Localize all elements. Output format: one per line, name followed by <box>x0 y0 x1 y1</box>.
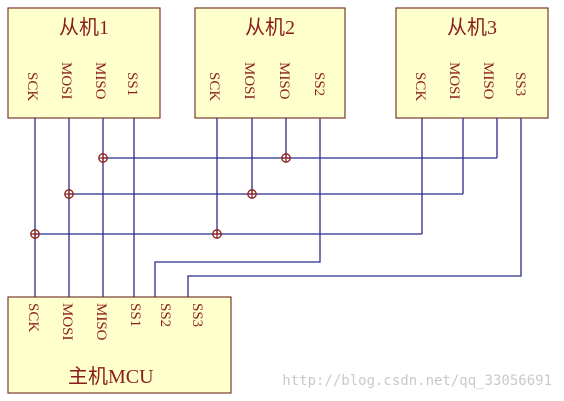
slave-2-pin-ss2: SS2 <box>311 72 327 96</box>
slave-3-block: 从机3 SCK MOSI MISO SS3 <box>395 7 549 119</box>
junction-miso-slave2 <box>281 153 291 163</box>
slave-1-block: 从机1 SCK MOSI MISO SS1 <box>7 7 161 119</box>
slave-3-pin-ss3: SS3 <box>512 72 528 96</box>
watermark-url: http://blog.csdn.net/qq_33056691 <box>282 373 552 389</box>
slave-3-title: 从机3 <box>447 16 497 39</box>
slave-1-pin-miso: MISO <box>92 62 108 100</box>
master-mcu-title: 主机MCU <box>68 365 154 388</box>
master-pin-ss3: SS3 <box>189 303 205 327</box>
junction-mosi-slave2 <box>247 189 257 199</box>
master-pin-ss1: SS1 <box>127 303 143 327</box>
wire-ss2 <box>154 118 321 297</box>
slave-2-pin-miso: MISO <box>276 62 292 100</box>
master-pin-mosi: MOSI <box>59 303 75 341</box>
slave-2-pin-sck: SCK <box>206 72 222 101</box>
slave-2-title: 从机2 <box>245 16 295 39</box>
bus-wires <box>34 118 522 297</box>
master-pin-sck: SCK <box>25 303 41 332</box>
slave-2-pin-mosi: MOSI <box>241 62 257 100</box>
master-pin-ss2: SS2 <box>157 303 173 327</box>
slave-1-pin-sck: SCK <box>24 72 40 101</box>
junction-sck-slave2 <box>212 229 222 239</box>
wire-ss3 <box>187 118 522 297</box>
slave-1-pin-ss1: SS1 <box>124 72 140 96</box>
master-pin-miso: MISO <box>93 303 109 341</box>
slave-1-pin-mosi: MOSI <box>58 62 74 100</box>
wire-junctions <box>30 153 291 239</box>
junction-sck-master <box>30 229 40 239</box>
slave-1-title: 从机1 <box>59 16 109 39</box>
junction-mosi-master <box>64 189 74 199</box>
slave-3-pin-sck: SCK <box>412 72 428 101</box>
slave-3-pin-miso: MISO <box>480 62 496 100</box>
slave-3-pin-mosi: MOSI <box>446 62 462 100</box>
junction-miso-master <box>98 153 108 163</box>
slave-2-block: 从机2 SCK MOSI MISO SS2 <box>194 7 346 119</box>
master-mcu-block: SCK MOSI MISO SS1 SS2 SS3 主机MCU <box>7 296 232 394</box>
